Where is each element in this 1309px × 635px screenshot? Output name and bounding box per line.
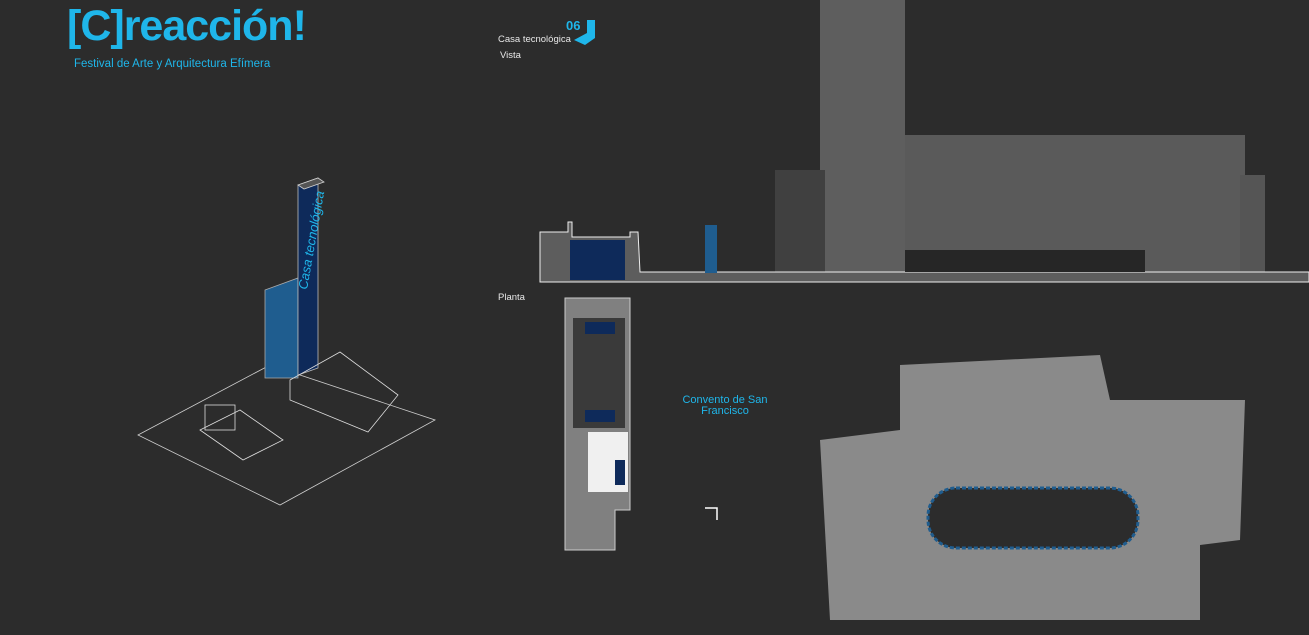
plan-view [564,297,1245,620]
sheet-number: 06 [566,18,581,33]
convent-label: Convento de San Francisco [682,394,768,417]
subtitle: Festival de Arte y Arquitectura Efímera [74,58,271,70]
sheet-title: Casa tecnológica [498,34,571,45]
axonometric-view [137,177,436,506]
logo: [C]reacción! [67,2,307,50]
elevation-view [539,0,1309,283]
plan-label: Planta [498,292,525,303]
view-label: Vista [500,50,521,61]
